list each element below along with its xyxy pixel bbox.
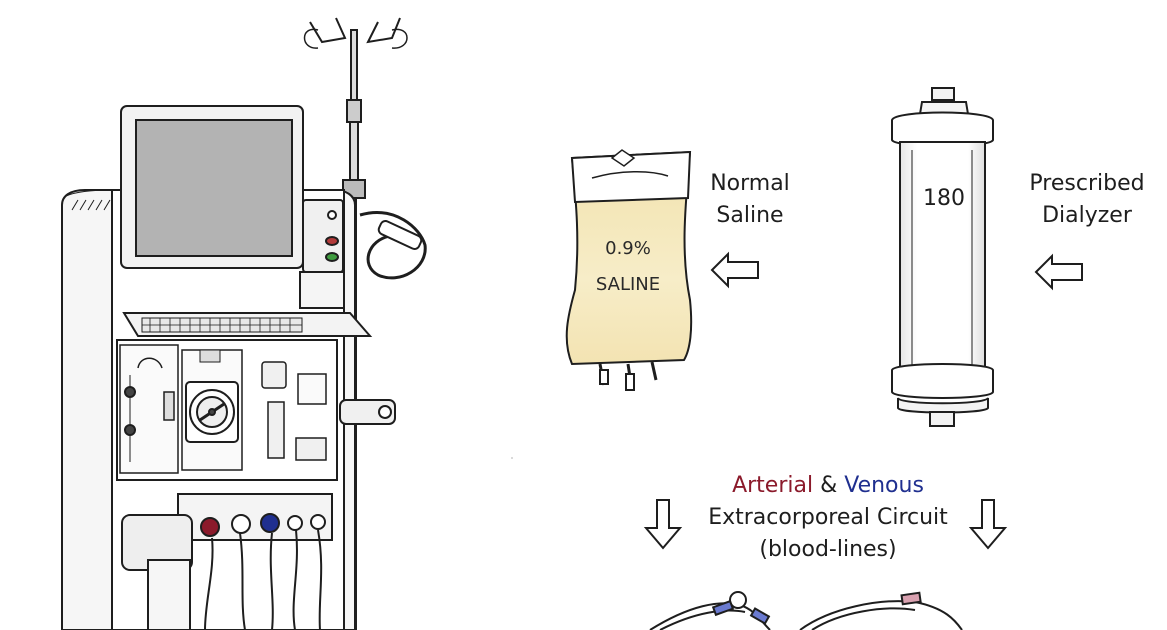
dialyzer-label: Prescribed Dialyzer	[1012, 168, 1162, 232]
saline-label-line2: Saline	[716, 203, 784, 228]
saline-label-line1: Normal	[710, 171, 790, 196]
circuit-label: Arterial & Venous Extracorporeal Circuit…	[688, 470, 968, 566]
arrow-left-icon	[710, 251, 759, 289]
arrow-left-icon	[1034, 253, 1083, 291]
dialyzer-illustration: 180	[891, 87, 994, 427]
venous-label: Venous	[844, 473, 924, 498]
circuit-label-line2: Extracorporeal Circuit	[708, 505, 948, 530]
saline-label: Normal Saline	[690, 168, 810, 232]
hose	[359, 211, 427, 280]
arrow-down-icon	[643, 499, 683, 550]
saline-bag-illustration: 0.9% SALINE	[565, 149, 693, 391]
arterial-label: Arterial	[732, 473, 814, 498]
dialyzer-size: 180	[923, 186, 965, 211]
blood-lines-illustration	[649, 591, 963, 630]
saline-bag-concentration: 0.9%	[605, 238, 651, 259]
ampersand: &	[813, 473, 845, 498]
dialyzer-label-line2: Dialyzer	[1042, 203, 1132, 228]
circuit-label-line1: Arterial & Venous	[688, 470, 968, 502]
dialysis-machine-illustration	[61, 17, 427, 630]
arrow-down-icon	[968, 499, 1008, 550]
dialyzer-label-line1: Prescribed	[1029, 171, 1145, 196]
saline-bag-name: SALINE	[596, 274, 660, 295]
circuit-label-line3: (blood-lines)	[759, 537, 897, 562]
